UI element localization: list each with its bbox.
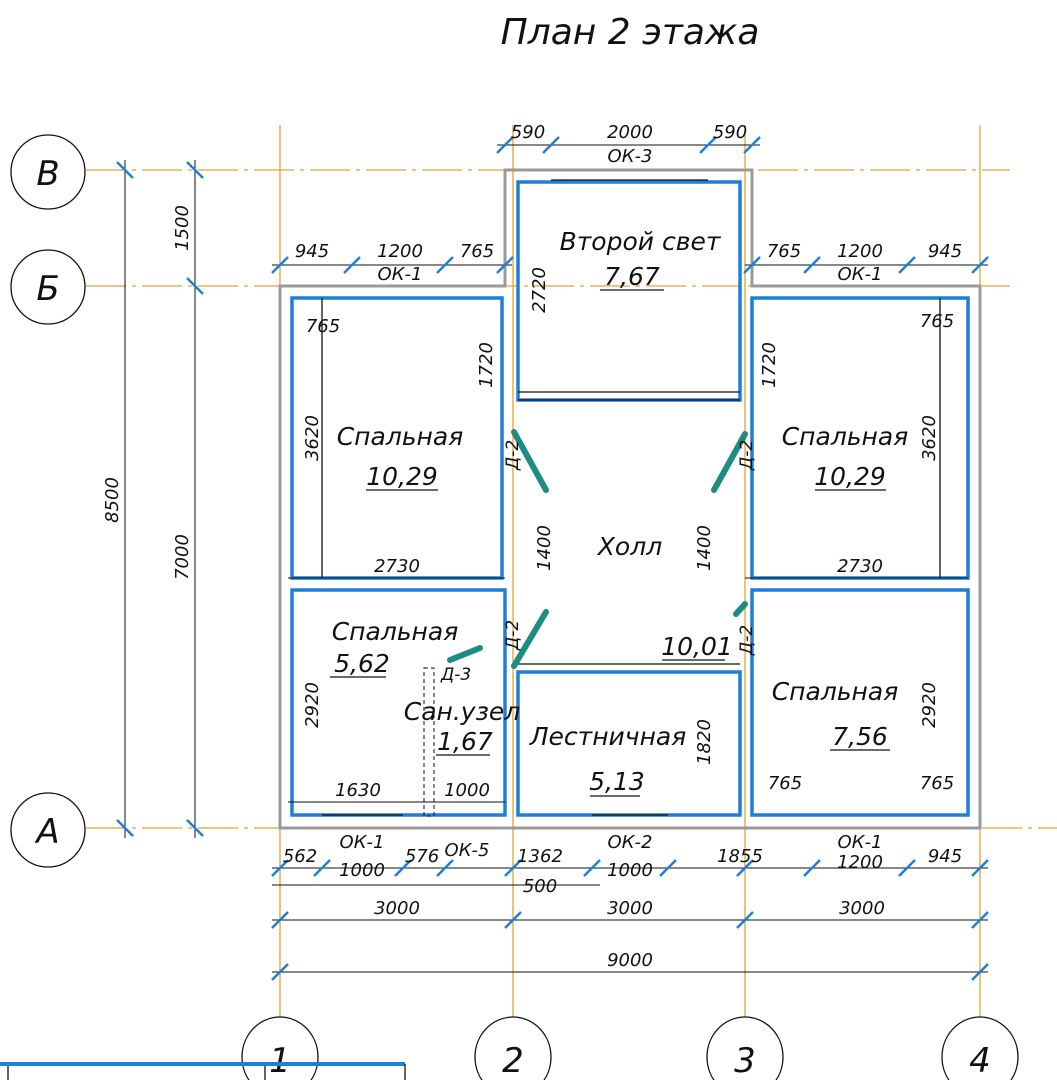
dimension-label: ОК-2 [608, 832, 653, 853]
dimension-label: 1720 [759, 342, 780, 388]
dimension-label: 562 [283, 846, 317, 867]
dimension-label: ОК-3 [608, 146, 653, 167]
dimension-label: Спальная [337, 422, 464, 451]
dimension-label: 590 [511, 122, 545, 143]
dimension-label: 1500 [172, 205, 193, 251]
dimension-label: 9000 [607, 950, 653, 971]
dimension-label: 765 [920, 311, 954, 332]
axis-bubble-v: В [10, 134, 86, 210]
door-label: Д-2 [737, 440, 757, 471]
room-hall: Холл 10,01 [596, 532, 733, 661]
dimension-label: 1362 [517, 846, 563, 867]
dimension-label: 5,13 [589, 767, 645, 796]
dimension-label: 3000 [607, 898, 653, 919]
dimension-label: 10,29 [814, 462, 886, 491]
dimension-label: Спальная [772, 677, 899, 706]
dimension-label: 2730 [837, 556, 883, 577]
dimension-label: А [34, 812, 59, 852]
dimension-label: 3620 [919, 415, 940, 461]
dimension-label: 7,67 [604, 262, 660, 291]
dimension-label: В [36, 154, 59, 194]
dimension-label: Спальная [332, 617, 459, 646]
dimension-label: 1,67 [437, 727, 493, 756]
dimension-label: 3000 [839, 898, 885, 919]
dimension-label: 500 [523, 876, 557, 897]
dimension-label: Б [36, 269, 59, 309]
dimension-label: 10,29 [366, 462, 438, 491]
dimension-label: 7,56 [832, 722, 888, 751]
dimension-label: 2000 [607, 122, 653, 143]
axis-bubble-2: 2 [474, 1016, 552, 1080]
axis-bubble-4: 4 [941, 1016, 1019, 1080]
dimension-texts: 590 2000 590 ОК-3 945 1200 765 ОК-1 765 … [102, 122, 962, 971]
dimension-label: 765 [920, 773, 954, 794]
axis-bubble-1: 1 [241, 1016, 319, 1080]
doors [447, 429, 748, 669]
dimension-label: 2 [502, 1041, 524, 1080]
dimension-label: 945 [928, 846, 962, 867]
title-block-frame [0, 1062, 406, 1080]
dimension-label: 2920 [919, 682, 940, 728]
dimension-label: 1000 [444, 780, 490, 801]
dimension-label: Лестничная [529, 722, 687, 751]
dimension-label: Второй свет [560, 227, 722, 256]
dimension-label: 3620 [302, 415, 323, 461]
room-stair: Лестничная 5,13 [529, 722, 687, 797]
room-bedroom-bl: Спальная 5,62 [330, 617, 458, 678]
dimension-label: 1200 [377, 241, 423, 262]
dimension-label: 1200 [837, 241, 883, 262]
dimension-label: 8500 [102, 477, 123, 523]
axis-bubble-a: А [10, 792, 86, 868]
dimension-label: 765 [306, 316, 340, 337]
dimension-label: 945 [295, 241, 329, 262]
dimension-label: ОК-1 [340, 832, 385, 853]
door-label: Д-2 [503, 440, 523, 471]
dimension-label: 1720 [476, 342, 497, 388]
dimension-label: 4 [969, 1041, 991, 1080]
room-bedroom-tl: Спальная 10,29 [337, 422, 464, 491]
dimension-label: 10,01 [661, 632, 733, 661]
door-label: Д-3 [440, 665, 471, 685]
dimension-label: Спальная [782, 422, 909, 451]
plan-title: План 2 этажа [501, 12, 760, 53]
dimension-label: 2730 [374, 556, 420, 577]
dimension-label: 1 [269, 1041, 291, 1080]
dimension-label: Холл [596, 532, 662, 561]
dimension-label: 7000 [172, 534, 193, 580]
axis-bubble-3: 3 [706, 1016, 784, 1080]
dimension-label: 576 [405, 846, 439, 867]
dimension-label: 945 [928, 241, 962, 262]
dimension-label: 1855 [717, 846, 763, 867]
dimension-label: 765 [767, 241, 801, 262]
dimension-label: ОК-5 [445, 840, 490, 861]
dimension-label: 1000 [339, 860, 385, 881]
dimension-label: 2720 [529, 267, 550, 313]
door-label: Д-2 [503, 620, 523, 651]
walls [278, 168, 982, 830]
dimension-label: 3000 [374, 898, 420, 919]
room-bedroom-br: Спальная 7,56 [772, 677, 899, 751]
dimension-label: 1820 [694, 719, 715, 765]
dimension-label: ОК-1 [378, 264, 423, 285]
dimension-label: 765 [460, 241, 494, 262]
dimension-label: 765 [768, 773, 802, 794]
dimension-label: Сан.узел [404, 697, 521, 726]
dimension-lines [116, 136, 989, 981]
room-bedroom-tr: Спальная 10,29 [782, 422, 909, 491]
dimension-label: 1200 [837, 852, 883, 873]
dimension-label: 5,62 [334, 649, 390, 678]
dimension-label: 1000 [607, 860, 653, 881]
dimension-label: 1400 [694, 525, 715, 571]
door-label: Д-2 [737, 625, 757, 656]
dimension-label: 3 [734, 1041, 756, 1080]
dimension-label: ОК-1 [838, 264, 883, 285]
dimension-label: 1630 [335, 780, 381, 801]
dimension-label: ОК-1 [838, 832, 883, 853]
room-second-light: Второй свет 7,67 [560, 227, 722, 291]
dimension-label: 1400 [534, 525, 555, 571]
dimension-label: 2920 [302, 682, 323, 728]
dimension-label: 590 [713, 122, 747, 143]
axis-bubble-b: Б [10, 249, 86, 325]
